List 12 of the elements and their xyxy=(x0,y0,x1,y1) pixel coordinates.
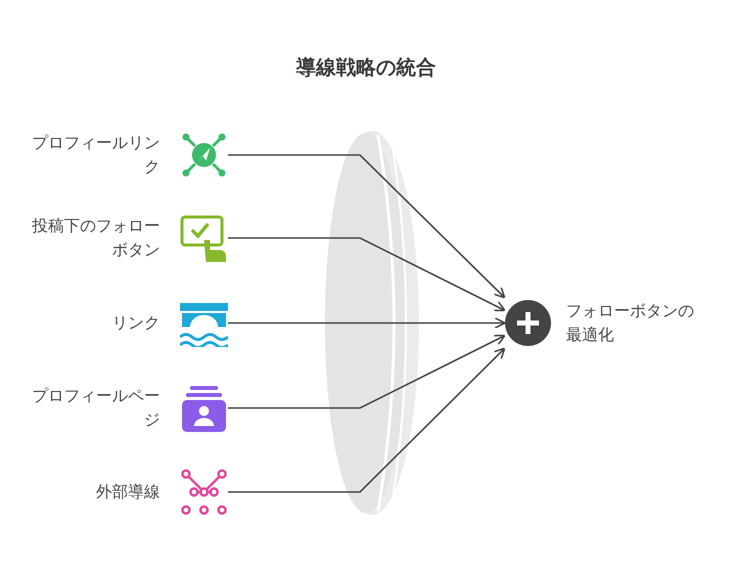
source-label: 投稿下のフォローボタン xyxy=(31,215,160,261)
arrow xyxy=(228,334,506,409)
source-label: リンク xyxy=(111,312,160,334)
arrow xyxy=(228,317,506,329)
source-label: プロフィールページ xyxy=(31,385,160,431)
arrow xyxy=(228,154,506,298)
arrow xyxy=(228,348,506,493)
result-label: フォローボタンの最適化 xyxy=(566,300,695,346)
source-label: 外部導線 xyxy=(95,481,160,503)
source-label: プロフィールリンク xyxy=(31,132,160,178)
diagram-title: 導線戦略の統合 xyxy=(295,54,437,81)
arrow xyxy=(228,237,506,312)
